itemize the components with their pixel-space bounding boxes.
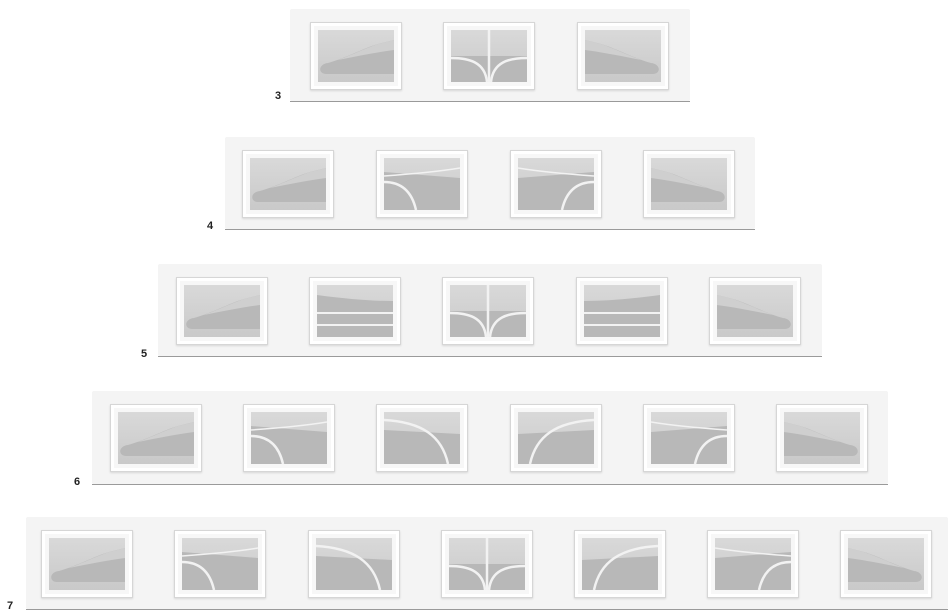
window-pane-right-large-arc <box>574 530 666 598</box>
glass-design-icon <box>384 158 460 210</box>
glass-design-icon <box>250 158 326 210</box>
glass-design-icon <box>518 158 594 210</box>
baseline-row-4 <box>225 229 755 230</box>
window-pane-left-sweep <box>176 277 268 345</box>
row-label-6: 6 <box>74 476 80 488</box>
row-label-4: 4 <box>207 220 213 232</box>
glass-design-icon <box>717 285 793 337</box>
window-pane-left-arc <box>174 530 266 598</box>
baseline-row-6 <box>92 484 888 485</box>
window-pane-left-arc <box>376 150 468 218</box>
glass-design-icon <box>118 412 194 464</box>
glass-design-icon <box>651 412 727 464</box>
glass-design-icon <box>651 158 727 210</box>
glass-design-icon <box>449 538 525 590</box>
row-label-3: 3 <box>275 90 281 102</box>
window-pane-left-sweep <box>242 150 334 218</box>
glass-design-icon <box>316 538 392 590</box>
window-pane-left-large-arc <box>308 530 400 598</box>
glass-design-icon <box>518 412 594 464</box>
glass-design-icon <box>450 285 526 337</box>
window-pane-center-split <box>442 277 534 345</box>
window-pane-right-arc <box>510 150 602 218</box>
window-pane-right-large-arc <box>510 404 602 472</box>
window-pane-left-sweep <box>41 530 133 598</box>
glass-design-icon <box>317 285 393 337</box>
window-pane-left-bands <box>309 277 401 345</box>
window-pane-center-split <box>443 22 535 90</box>
row-label-5: 5 <box>141 348 147 360</box>
window-pane-right-sweep <box>776 404 868 472</box>
glass-design-icon <box>451 30 527 82</box>
glass-design-icon <box>784 412 860 464</box>
glass-design-icon <box>49 538 125 590</box>
glass-design-icon <box>585 30 661 82</box>
glass-design-icon <box>184 285 260 337</box>
baseline-row-5 <box>158 356 822 357</box>
window-pane-right-sweep <box>643 150 735 218</box>
glass-design-icon <box>318 30 394 82</box>
window-pane-right-arc <box>643 404 735 472</box>
window-pane-left-sweep <box>110 404 202 472</box>
glass-design-icon <box>715 538 791 590</box>
window-pane-left-large-arc <box>376 404 468 472</box>
window-pane-right-arc <box>707 530 799 598</box>
window-pane-left-arc <box>243 404 335 472</box>
window-pane-right-sweep <box>709 277 801 345</box>
baseline-row-7 <box>26 609 948 610</box>
window-pane-right-sweep <box>577 22 669 90</box>
glass-design-icon <box>384 412 460 464</box>
row-label-7: 7 <box>7 600 13 612</box>
glass-design-icon <box>848 538 924 590</box>
window-pane-right-sweep <box>840 530 932 598</box>
glass-design-icon <box>584 285 660 337</box>
glass-design-icon <box>251 412 327 464</box>
window-pane-left-sweep <box>310 22 402 90</box>
glass-design-icon <box>182 538 258 590</box>
window-pane-center-split <box>441 530 533 598</box>
glass-design-icon <box>582 538 658 590</box>
baseline-row-3 <box>290 101 690 102</box>
row-panel-6 <box>92 391 888 484</box>
window-pane-right-bands <box>576 277 668 345</box>
